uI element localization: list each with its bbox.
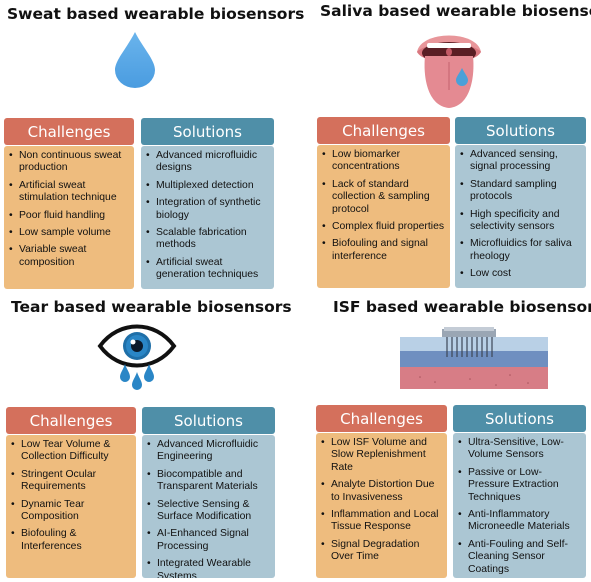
saliva-solutions-header: Solutions — [455, 117, 586, 144]
isf-solutions-box: Ultra-Sensitive, Low-Volume Sensors Pass… — [453, 433, 586, 578]
tear-solutions-list: Advanced Microfluidic Engineering Biocom… — [147, 439, 271, 578]
list-item: High specificity and selectivity sensors — [460, 209, 582, 234]
isf-solutions-header: Solutions — [453, 405, 586, 432]
list-item: Anti-Inflammatory Microneedle Materials — [458, 509, 582, 534]
list-item: Variable sweat composition — [9, 244, 130, 269]
list-item: Artificial sweat stimulation technique — [9, 180, 130, 205]
list-item: Integration of synthetic biology — [146, 197, 270, 222]
list-item: Inflammation and Local Tissue Response — [321, 509, 443, 534]
saliva-solutions-list: Advanced sensing, signal processing Stan… — [460, 149, 582, 281]
tear-solutions-box: Advanced Microfluidic Engineering Biocom… — [142, 435, 275, 578]
list-item: Low biomarker concentrations — [322, 149, 446, 174]
tear-challenges-header: Challenges — [6, 407, 136, 434]
list-item: Advanced microfluidic designs — [146, 150, 270, 175]
saliva-title: Saliva based wearable biosensors — [320, 2, 591, 20]
list-item: Stringent Ocular Requirements — [11, 469, 132, 494]
saliva-challenges-box: Low biomarker concentrations Lack of sta… — [317, 145, 450, 288]
list-item: Low ISF Volume and Slow Replenishment Ra… — [321, 437, 443, 474]
list-item: Selective Sensing & Surface Modification — [147, 499, 271, 524]
list-item: Integrated Wearable Systems — [147, 558, 271, 578]
saliva-challenges-header: Challenges — [317, 117, 450, 144]
list-item: Passive or Low-Pressure Extraction Techn… — [458, 467, 582, 504]
list-item: Dynamic Tear Composition — [11, 499, 132, 524]
sweat-solutions-box: Advanced microfluidic designs Multiplexe… — [141, 146, 274, 289]
list-item: Lack of standard collection & sampling p… — [322, 179, 446, 216]
list-item: Advanced Microfluidic Engineering — [147, 439, 271, 464]
sweat-solutions-list: Advanced microfluidic designs Multiplexe… — [146, 150, 270, 282]
list-item: Microfluidics for saliva rheology — [460, 238, 582, 263]
list-item: Analyte Distortion Due to Invasiveness — [321, 479, 443, 504]
isf-solutions-list: Ultra-Sensitive, Low-Volume Sensors Pass… — [458, 437, 582, 576]
list-item: Low sample volume — [9, 227, 130, 240]
tear-solutions-header: Solutions — [142, 407, 275, 434]
sweat-solutions-header: Solutions — [141, 118, 274, 145]
saliva-solutions-box: Advanced sensing, signal processing Stan… — [455, 145, 586, 288]
sweat-challenges-box: Non continuous sweat production Artifici… — [4, 146, 134, 289]
list-item: Advanced sensing, signal processing — [460, 149, 582, 174]
list-item: Signal Degradation Over Time — [321, 539, 443, 564]
list-item: AI-Enhanced Signal Processing — [147, 528, 271, 553]
list-item: Artificial sweat generation techniques — [146, 257, 270, 282]
list-item: Biocompatible and Transparent Materials — [147, 469, 271, 494]
list-item: Complex fluid properties — [322, 221, 446, 234]
list-item: Low cost — [460, 268, 582, 281]
list-item: Low Tear Volume & Collection Difficulty — [11, 439, 132, 464]
tear-challenges-box: Low Tear Volume & Collection Difficulty … — [6, 435, 136, 578]
list-item: Anti-Fouling and Self-Cleaning Sensor Co… — [458, 539, 582, 576]
isf-challenges-header: Challenges — [316, 405, 447, 432]
list-item: Non continuous sweat production — [9, 150, 130, 175]
sweat-title: Sweat based wearable biosensors — [7, 5, 305, 23]
water-drop-icon — [115, 32, 155, 88]
list-item: Ultra-Sensitive, Low-Volume Sensors — [458, 437, 582, 462]
list-item: Multiplexed detection — [146, 180, 270, 193]
sweat-challenges-header: Challenges — [4, 118, 134, 145]
isf-challenges-box: Low ISF Volume and Slow Replenishment Ra… — [316, 433, 447, 578]
mouth-tongue-icon — [417, 35, 481, 108]
tear-title: Tear based wearable biosensors — [11, 298, 292, 316]
isf-title: ISF based wearable biosensors — [333, 298, 591, 316]
saliva-challenges-list: Low biomarker concentrations Lack of sta… — [322, 149, 446, 263]
list-item: Biofouling and signal interference — [322, 238, 446, 263]
microneedle-skin-icon — [400, 327, 548, 389]
list-item: Biofouling & Interferences — [11, 528, 132, 553]
list-item: Standard sampling protocols — [460, 179, 582, 204]
list-item: Scalable fabrication methods — [146, 227, 270, 252]
sweat-challenges-list: Non continuous sweat production Artifici… — [9, 150, 130, 269]
crying-eye-icon — [97, 324, 177, 390]
isf-challenges-list: Low ISF Volume and Slow Replenishment Ra… — [321, 437, 443, 564]
tear-challenges-list: Low Tear Volume & Collection Difficulty … — [11, 439, 132, 553]
list-item: Poor fluid handling — [9, 210, 130, 223]
